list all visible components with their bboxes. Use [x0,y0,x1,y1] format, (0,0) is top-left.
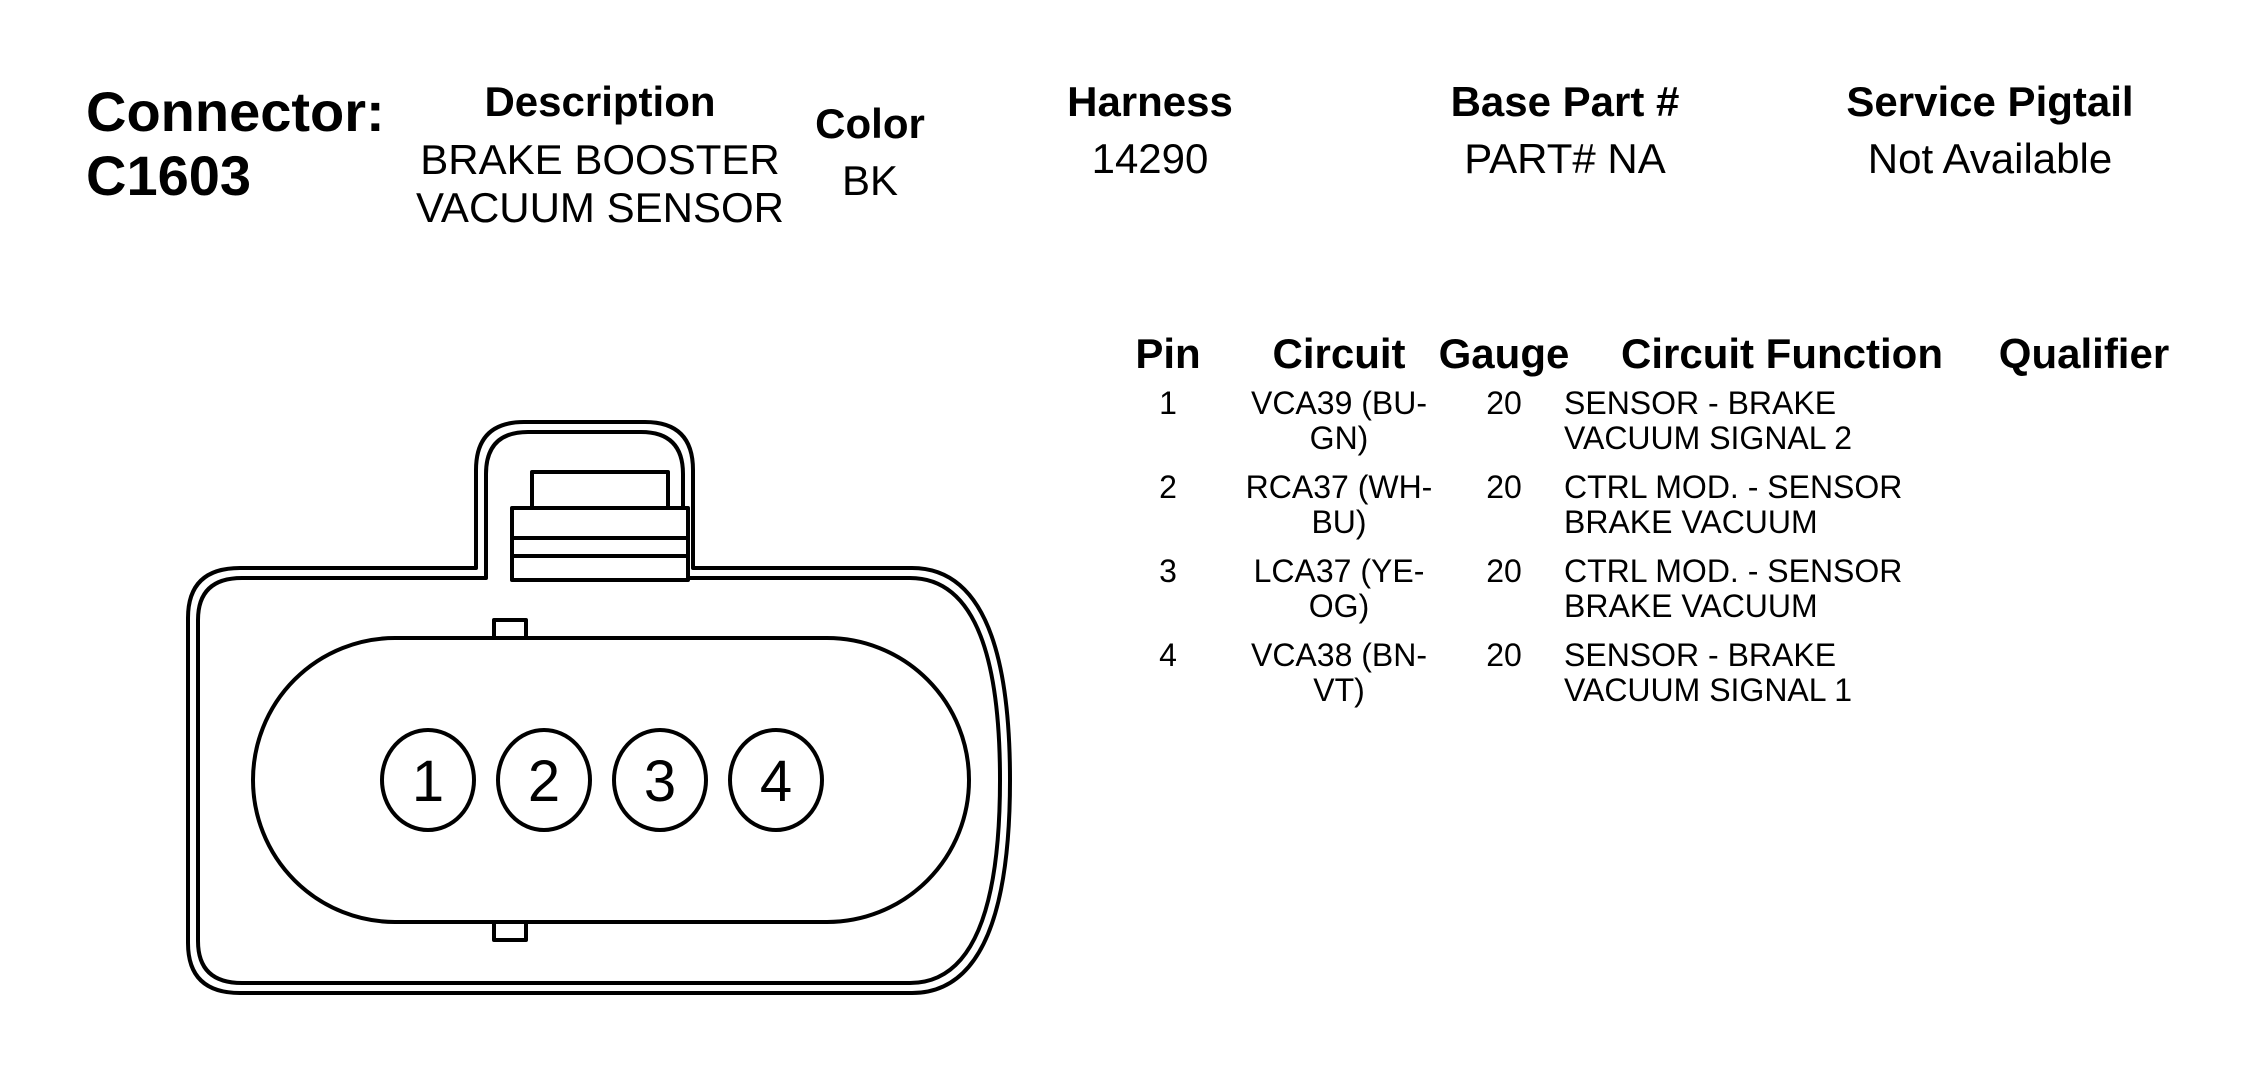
gauge-cell: 20 [1486,385,1522,421]
color-header: Color [815,100,925,147]
function-line-1: SENSOR - BRAKE [1564,385,1837,421]
circuit-column-header: Circuit [1272,330,1406,377]
circuit-line-2: VT) [1313,672,1365,708]
circuit-cell: RCA37 (WH-BU) [1244,470,1434,540]
base-part-value: PART# NA [1464,135,1666,182]
circuit-line-1: RCA37 (WH- [1245,469,1433,505]
pin-table: Pin Circuit Gauge Circuit Function Quali… [1134,330,2194,722]
circuit-line-2: GN) [1309,420,1369,456]
service-pigtail-column: Service Pigtail Not Available [1800,78,2180,184]
pin-3-circle [612,728,708,832]
function-line-2: VACUUM SIGNAL 2 [1564,420,1853,456]
description-header: Description [484,78,716,125]
locking-tab-body [510,506,690,582]
pin-4-label: 4 [760,749,792,814]
housing-inner-line [196,430,1002,985]
gauge-cell: 20 [1486,469,1522,505]
connector-title: Connector: C1603 [86,80,385,208]
pin-table-header: Pin Circuit Gauge Circuit Function Quali… [1134,330,2194,386]
color-value: BK [841,157,899,204]
pin-column-header: Pin [1135,330,1201,377]
circuit-cell: VCA39 (BU-GN) [1244,386,1434,456]
pin-number: 2 [1159,469,1177,505]
circuit-cell: VCA38 (BN-VT) [1244,638,1434,708]
gauge-column-header: Gauge [1438,330,1570,377]
base-part-header: Base Part # [1450,78,1680,125]
locking-tab-top [530,470,670,510]
function-line-1: SENSOR - BRAKE [1564,637,1837,673]
circuit-line-2: BU) [1311,504,1367,540]
housing-outer-line [186,420,1012,995]
pin-2-label: 2 [528,749,560,814]
function-line-2: BRAKE VACUUM [1564,588,1818,624]
gauge-cell: 20 [1486,637,1522,673]
color-column: Color BK [800,100,940,206]
pin-4-circle [728,728,824,832]
pin-2-circle [496,728,592,832]
pin-1-circle [380,728,476,832]
connector-face-diagram: 1 2 3 4 [186,420,1012,995]
circuit-line-1: VCA39 (BU- [1250,385,1428,421]
function-line-2: BRAKE VACUUM [1564,504,1818,540]
pin-1-label: 1 [412,749,444,814]
circuit-line-2: OG) [1308,588,1370,624]
pin-number: 3 [1159,553,1177,589]
description-value: BRAKE BOOSTER VACUUM SENSOR [400,136,800,232]
harness-value: 14290 [1091,135,1209,182]
function-line-2: VACUUM SIGNAL 1 [1564,672,1853,708]
function-line-1: CTRL MOD. - SENSOR [1564,469,1903,505]
circuit-function-column-header: Circuit Function [1621,330,1943,377]
base-part-column: Base Part # PART# NA [1420,78,1710,184]
pin-cavity [251,636,971,924]
harness-column: Harness 14290 [1040,78,1260,184]
circuit-line-1: VCA38 (BN- [1250,637,1428,673]
connector-label: Connector: [86,80,385,143]
description-line-1: BRAKE BOOSTER [420,136,780,183]
pin-number: 4 [1159,637,1177,673]
circuit-cell: LCA37 (YE-OG) [1244,554,1434,624]
service-pigtail-header: Service Pigtail [1846,78,2134,125]
service-pigtail-value: Not Available [1867,135,2113,182]
harness-header: Harness [1067,78,1233,125]
function-line-1: CTRL MOD. - SENSOR [1564,553,1903,589]
gauge-cell: 20 [1486,553,1522,589]
pin-number: 1 [1159,385,1177,421]
qualifier-column-header: Qualifier [1998,330,2170,377]
description-line-2: VACUUM SENSOR [416,184,784,231]
pin-3-label: 3 [644,749,676,814]
description-column: Description BRAKE BOOSTER VACUUM SENSOR [400,78,800,232]
circuit-line-1: LCA37 (YE- [1253,553,1425,589]
connector-id: C1603 [86,144,252,207]
